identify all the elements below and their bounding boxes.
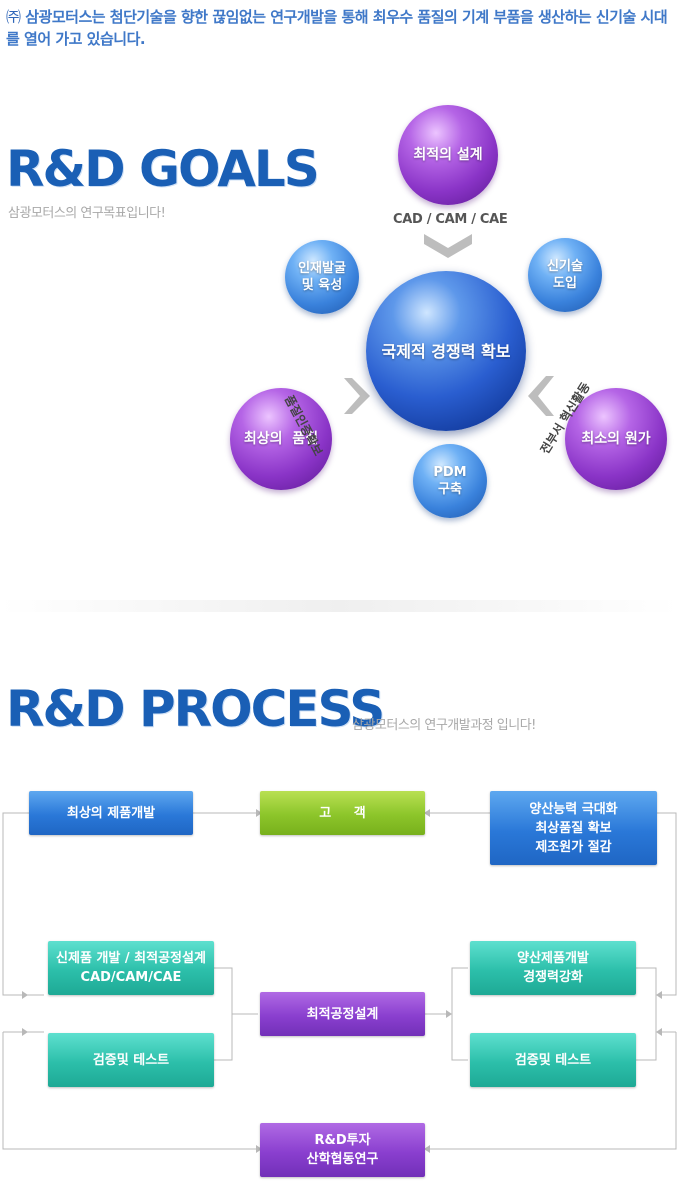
goal-optimal-design-label: 최적의 설계 bbox=[413, 146, 483, 163]
box-new-line2: CAD/CAM/CAE bbox=[80, 970, 182, 985]
box-mass-production: 양산능력 극대화 최상품질 확보 제조원가 절감 bbox=[490, 791, 657, 865]
process-title: R&D PROCESS bbox=[6, 680, 385, 738]
goal-best-quality-label: 최상의 품질 bbox=[243, 430, 319, 447]
company-mark: ㈜ bbox=[6, 8, 21, 26]
goal-pdm-line2: 구축 bbox=[438, 482, 462, 497]
goal-optimal-design: 최적의 설계 bbox=[398, 105, 498, 205]
box-optimal-process: 최적공정설계 bbox=[260, 992, 425, 1036]
box-best-product-dev: 최상의 제품개발 bbox=[29, 791, 193, 835]
box-invest-line1: R&D투자 bbox=[314, 1133, 371, 1148]
cad-cam-cae-label: CAD / CAM / CAE bbox=[393, 212, 508, 227]
box-customer-label: 고 객 bbox=[319, 805, 366, 821]
box-optimal-label: 최적공정설계 bbox=[306, 1006, 379, 1022]
goal-new-tech-line2: 도입 bbox=[553, 276, 577, 291]
goal-new-tech-line1: 신기술 bbox=[547, 259, 583, 274]
goals-title: R&D GOALS bbox=[6, 140, 320, 198]
goal-talent: 인재발굴 및 육성 bbox=[285, 240, 359, 314]
box-new-product-dev: 신제품 개발 / 최적공정설계 CAD/CAM/CAE bbox=[48, 941, 214, 995]
box-mass-line1: 양산능력 극대화 bbox=[529, 801, 618, 817]
process-subtitle: 삼광모터스의 연구개발과정 입니다! bbox=[352, 718, 536, 733]
goal-pdm-line1: PDM bbox=[433, 465, 467, 480]
goal-center-label: 국제적 경쟁력 확보 bbox=[381, 341, 511, 361]
box-verify-test-right: 검증및 테스트 bbox=[470, 1033, 636, 1087]
goal-new-tech: 신기술 도입 bbox=[528, 238, 602, 312]
goal-lowest-cost-label: 최소의 원가 bbox=[581, 430, 651, 447]
chevron-down-icon bbox=[424, 234, 472, 258]
box-massdev-line2: 경쟁력강화 bbox=[523, 970, 583, 985]
box-verify-test-left: 검증및 테스트 bbox=[48, 1033, 214, 1087]
intro-sentence: 삼광모터스는 첨단기술을 향한 끊임없는 연구개발을 통해 최우수 품질의 기계… bbox=[6, 8, 668, 48]
box-new-line1: 신제품 개발 / 최적공정설계 bbox=[56, 951, 206, 966]
box-verify-right-label: 검증및 테스트 bbox=[514, 1052, 592, 1068]
box-best-product-dev-label: 최상의 제품개발 bbox=[66, 805, 156, 821]
goal-talent-line2: 및 육성 bbox=[301, 278, 343, 293]
section-divider bbox=[0, 600, 678, 612]
box-mass-product-dev: 양산제품개발 경쟁력강화 bbox=[470, 941, 636, 995]
chevron-left-icon bbox=[528, 376, 554, 416]
goals-arrows bbox=[344, 234, 554, 416]
box-customer: 고 객 bbox=[260, 791, 425, 835]
goal-pdm: PDM 구축 bbox=[413, 444, 487, 518]
chevron-right-icon bbox=[344, 378, 370, 414]
intro-text: ㈜ 삼광모터스는 첨단기술을 향한 끊임없는 연구개발을 통해 최우수 품질의 … bbox=[6, 6, 678, 50]
box-mass-line2: 최상품질 확보 bbox=[535, 820, 612, 836]
box-invest-line2: 산학협동연구 bbox=[306, 1152, 379, 1167]
box-rnd-investment: R&D투자 산학협동연구 bbox=[260, 1123, 425, 1177]
goal-lowest-cost: 최소의 원가 bbox=[565, 388, 667, 490]
box-massdev-line1: 양산제품개발 bbox=[517, 951, 589, 966]
goal-best-quality: 최상의 품질 bbox=[230, 388, 332, 490]
goal-talent-line1: 인재발굴 bbox=[298, 261, 346, 276]
box-verify-left-label: 검증및 테스트 bbox=[92, 1052, 170, 1068]
goals-subtitle: 삼광모터스의 연구목표입니다! bbox=[8, 206, 166, 221]
box-mass-line3: 제조원가 절감 bbox=[535, 839, 612, 855]
goal-center-competitiveness: 국제적 경쟁력 확보 bbox=[366, 271, 526, 431]
